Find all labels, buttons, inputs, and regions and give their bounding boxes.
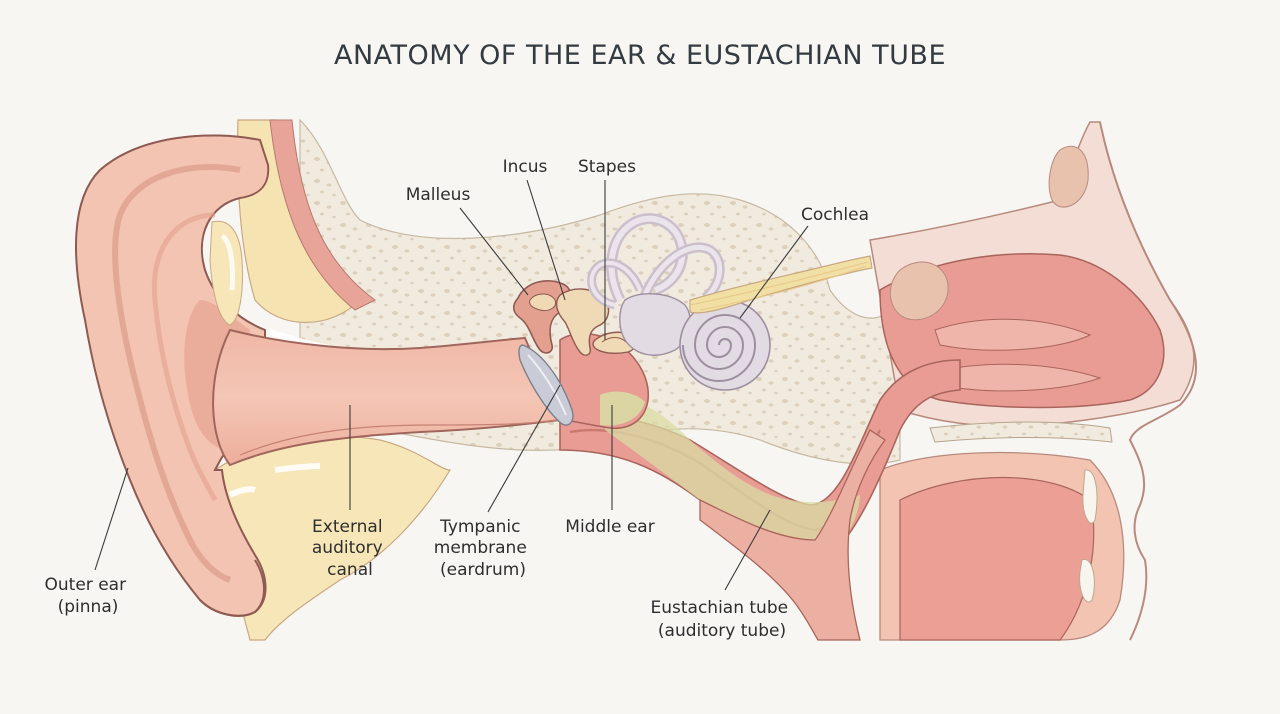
incus-leader [526, 179, 566, 301]
cochlea-organ [679, 299, 771, 391]
eustachian-fluid [605, 399, 860, 561]
pinna-cartilage [209, 220, 243, 326]
pinna-helix-inner [112, 164, 241, 583]
incus-label: Incus [503, 157, 548, 177]
stapes-label: Stapes [578, 157, 636, 177]
tooth-upper [1082, 469, 1098, 524]
outer-ear-leader [94, 467, 129, 571]
malleus-leader [459, 207, 529, 296]
pinna-cartilage-highlight [220, 233, 235, 291]
muscle-band [269, 119, 376, 311]
outer-ear-label: Outer ear (pinna) [45, 575, 132, 617]
malleus-label: Malleus [406, 185, 471, 205]
canal-lower-wall [239, 419, 559, 456]
malleus-bone [512, 280, 572, 354]
semicircular-canal-3-inner [589, 261, 642, 307]
stapes-arch [601, 337, 627, 343]
pharynx-wall [699, 429, 886, 641]
vestibule [619, 292, 691, 356]
sphenoid-sinus [889, 261, 949, 321]
auditory-nerve-fibers [689, 261, 869, 311]
earlobe [199, 559, 265, 617]
sinus-cavity [1048, 145, 1089, 208]
eustachian-leader [724, 509, 771, 591]
malleus-head [529, 293, 557, 311]
face-profile [1099, 121, 1197, 641]
middle-ear-fluid [600, 391, 645, 426]
tympanic-membrane [518, 344, 574, 426]
cochlea-leader [739, 225, 809, 319]
semicircular-canal-2-inner [642, 244, 723, 300]
nasal-turbinate-2 [934, 363, 1102, 392]
tympanic-leader [487, 384, 561, 513]
eustachian-label: Eustachian tube (auditory tube) [651, 598, 794, 641]
tympanic-label: Tympanic membrane (eardrum) [434, 517, 532, 580]
canal-lower-cartilage-highlight [228, 463, 321, 498]
diagram-title: ANATOMY OF THE EAR & EUSTACHIAN TUBE [334, 40, 946, 71]
cochlea-label: Cochlea [801, 205, 869, 225]
nasal-turbinate-1 [934, 318, 1092, 351]
pinna-antihelix [151, 212, 218, 502]
tympanic-membrane-sheen [527, 354, 567, 416]
tooth-lower [1079, 558, 1095, 603]
hard-palate [929, 421, 1113, 443]
external-auditory-canal [212, 328, 562, 467]
external-canal-label: External auditory canal [312, 517, 388, 580]
tongue [899, 476, 1095, 641]
middle-ear-label: Middle ear [565, 517, 654, 537]
